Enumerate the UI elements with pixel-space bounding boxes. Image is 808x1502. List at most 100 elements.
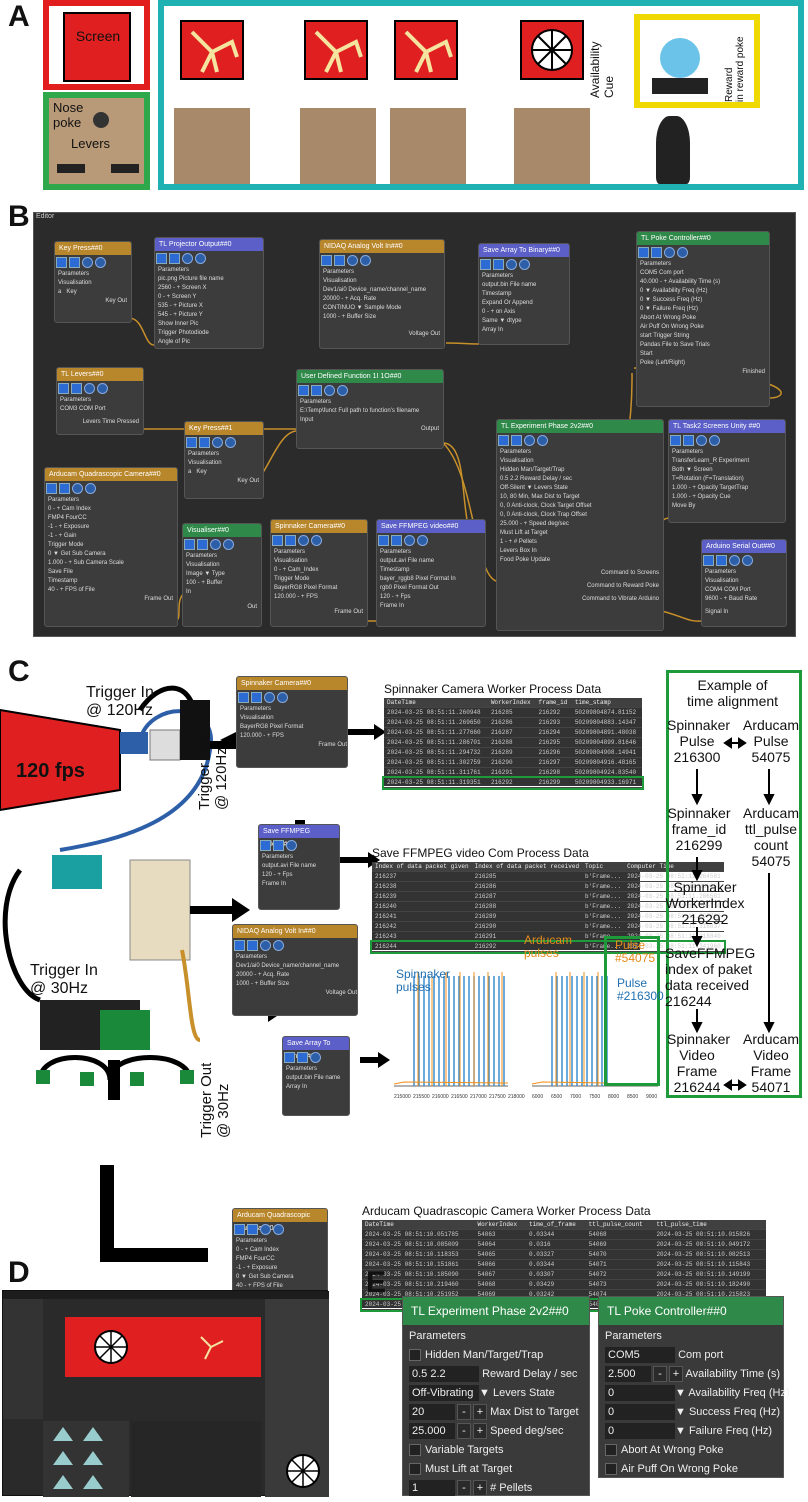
save-icon[interactable] xyxy=(69,257,80,268)
node-visualiser[interactable]: Visualiser##0 Parameters Visualisation I… xyxy=(182,523,262,627)
chevron-down-icon[interactable]: ▼ xyxy=(479,1387,490,1399)
param-row[interactable]: 1.000 - + Opacity TargetTrap xyxy=(672,485,749,491)
increment-button[interactable]: + xyxy=(473,1480,487,1497)
param-row[interactable]: Save File xyxy=(48,569,74,575)
save-icon[interactable] xyxy=(311,385,322,396)
param-row[interactable]: bayer_rggb8 Pixel Format In xyxy=(380,576,456,582)
play-icon[interactable] xyxy=(186,437,197,448)
save-icon[interactable] xyxy=(199,437,210,448)
param-row[interactable]: 2560 - + Screen X xyxy=(158,285,207,291)
visualisation-toggle[interactable]: Visualisation xyxy=(188,460,222,466)
node-projector-output[interactable]: TL Projector Output##0 Parameters pic.pn… xyxy=(154,237,264,349)
param-row[interactable]: Both ▼ Screen xyxy=(672,467,713,473)
param-row[interactable]: COM3 COM Port xyxy=(60,406,106,412)
param-row[interactable]: 0 ▼ Failure Freq (Hz) xyxy=(640,306,698,312)
input-port[interactable]: Signal In xyxy=(705,609,729,615)
param-row[interactable]: Visualisation xyxy=(274,558,308,564)
param-row[interactable]: Visualisation xyxy=(500,458,534,464)
play-icon[interactable] xyxy=(480,259,491,270)
node-task2-screens[interactable]: TL Task2 Screens Unity ##0 Parameters Tr… xyxy=(668,419,786,523)
param-row[interactable]: Expand Or Append xyxy=(482,300,533,306)
key-value[interactable]: a xyxy=(188,469,192,475)
speed-field[interactable]: 25.000 xyxy=(409,1423,455,1440)
stop-icon[interactable] xyxy=(696,435,707,446)
param-row[interactable]: 120.000 - + FPS xyxy=(274,594,318,600)
key-out-port[interactable]: Key Out xyxy=(237,478,259,484)
e-poke-controller-node[interactable]: TL Poke Controller##0 Parameters COM5 Co… xyxy=(598,1296,790,1478)
close-icon[interactable] xyxy=(519,259,530,270)
save-icon[interactable] xyxy=(285,535,296,546)
param-row[interactable]: Timestamp xyxy=(482,291,512,297)
levers-state-select[interactable]: Off-Vibrating xyxy=(409,1385,479,1402)
chevron-down-icon[interactable]: ▼ xyxy=(675,1387,686,1399)
output-port[interactable]: Finished xyxy=(742,369,765,375)
node-save-array[interactable]: Save Array To Binary##0 Parameters outpu… xyxy=(478,243,570,345)
param-row[interactable]: Timestamp xyxy=(48,578,78,584)
input-port[interactable]: Start xyxy=(640,351,653,357)
stop-icon[interactable] xyxy=(347,255,358,266)
param-row[interactable]: 0 ▼ Success Freq (Hz) xyxy=(640,297,703,303)
param-row[interactable]: rgb0 Pixel Format Out xyxy=(380,585,439,591)
param-row[interactable]: Pandas File to Save Trials xyxy=(640,342,710,348)
param-row[interactable]: output.avi File name xyxy=(380,558,435,564)
decrement-button[interactable]: - xyxy=(457,1423,471,1440)
param-row[interactable]: 0 ▼ Get Sub Camera xyxy=(48,551,106,557)
close-icon[interactable] xyxy=(742,555,753,566)
save-icon[interactable] xyxy=(651,247,662,258)
node-poke-controller[interactable]: TL Poke Controller##0 Parameters COM5 Co… xyxy=(636,231,770,407)
output-port[interactable]: Command to Vibrate Arduino xyxy=(582,596,659,602)
close-icon[interactable] xyxy=(95,257,106,268)
save-icon[interactable] xyxy=(169,253,180,264)
save-icon[interactable] xyxy=(716,555,727,566)
stop-icon[interactable] xyxy=(664,247,675,258)
param-row[interactable]: Timestamp xyxy=(380,567,410,573)
close-icon[interactable] xyxy=(85,483,96,494)
param-row[interactable]: Air Puff On Wrong Poke xyxy=(640,324,704,330)
save-icon[interactable] xyxy=(683,435,694,446)
param-row[interactable]: start Trigger String xyxy=(640,333,690,339)
output-port[interactable]: Frame Out xyxy=(334,609,363,615)
play-icon[interactable] xyxy=(670,435,681,446)
param-row[interactable]: -1 - + Gain xyxy=(48,533,77,539)
node-key-press-1[interactable]: Key Press##1 Parameters Visualisation a … xyxy=(184,421,264,499)
param-row[interactable]: 0 ▼ Availability Freq (Hz) xyxy=(640,288,708,294)
param-row[interactable]: 20000 - + Acq. Rate xyxy=(323,296,377,302)
node-experiment-phase[interactable]: TL Experiment Phase 2v2##0 Parameters Vi… xyxy=(496,419,664,631)
save-icon[interactable] xyxy=(511,435,522,446)
output-port[interactable]: Levers Time Pressed xyxy=(82,419,139,425)
stop-icon[interactable] xyxy=(212,437,223,448)
air-puff-checkbox[interactable] xyxy=(605,1463,617,1476)
node-arducam[interactable]: Arducam Quadrascopic Camera##0 Parameter… xyxy=(44,467,178,627)
close-icon[interactable] xyxy=(417,535,428,546)
input-port[interactable]: Levers Box In xyxy=(500,548,537,554)
save-icon[interactable] xyxy=(197,539,208,550)
param-row[interactable]: TransferLearn_R Experiment xyxy=(672,458,750,464)
param-row[interactable]: 0 - + Screen Y xyxy=(158,294,197,300)
close-icon[interactable] xyxy=(195,253,206,264)
param-row[interactable]: Same ▼ dtype xyxy=(482,318,522,324)
param-row[interactable]: CONTINUO ▼ Sample Mode xyxy=(323,305,402,311)
close-icon[interactable] xyxy=(223,539,234,550)
close-icon[interactable] xyxy=(311,535,322,546)
param-row[interactable]: Show Inner Pic xyxy=(158,321,199,327)
close-icon[interactable] xyxy=(337,385,348,396)
param-row[interactable]: T=Rotation (F=Translation) xyxy=(672,476,744,482)
save-icon[interactable] xyxy=(71,383,82,394)
stop-icon[interactable] xyxy=(210,539,221,550)
input-port[interactable]: Move By xyxy=(672,503,696,509)
com-port-field[interactable]: COM5 xyxy=(605,1347,675,1364)
param-row[interactable]: 0, 0 Anti-clock, Clock Target Offset xyxy=(500,503,592,509)
chevron-down-icon[interactable]: ▼ xyxy=(675,1425,686,1437)
param-row[interactable]: pic.png Picture file name xyxy=(158,276,224,282)
node-user-defined-function[interactable]: User Defined Function 1I 1O##0 Parameter… xyxy=(296,369,444,449)
close-icon[interactable] xyxy=(360,255,371,266)
stop-icon[interactable] xyxy=(524,435,535,446)
key-out-port[interactable]: Key Out xyxy=(105,298,127,304)
close-icon[interactable] xyxy=(225,437,236,448)
param-row[interactable]: FMP4 FourCC xyxy=(48,515,87,521)
input-port[interactable]: Angle of Pic xyxy=(158,339,191,345)
save-icon[interactable] xyxy=(59,483,70,494)
play-icon[interactable] xyxy=(321,255,332,266)
availability-time-field[interactable]: 2.500 xyxy=(605,1366,651,1383)
availability-freq-select[interactable]: 0 xyxy=(605,1385,675,1402)
